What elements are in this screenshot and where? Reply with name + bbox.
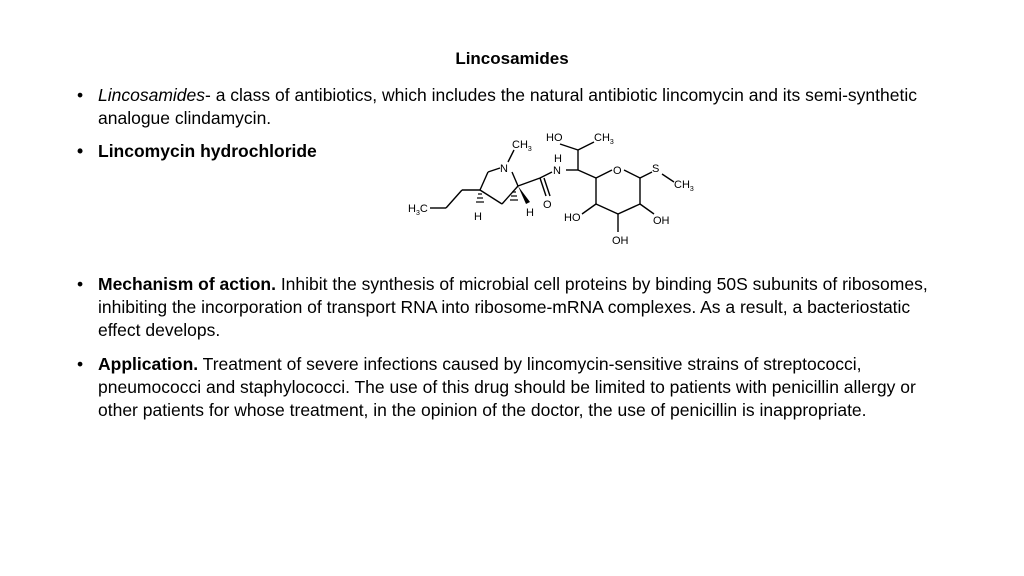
label-h-left: H [474, 211, 482, 223]
label-oh-right: OH [653, 215, 670, 227]
bullet-glyph: • [77, 85, 84, 105]
label-n-ring: N [500, 163, 508, 175]
mechanism-text: Inhibit the synthesis of microbial cell … [98, 274, 928, 340]
bullet-lincomycin-hydrochloride: • Lincomycin hydrochloride [77, 140, 948, 163]
label-nh-h: H [554, 153, 562, 165]
lincomycin-structure-svg: CH3 N HO CH3 H N O S CH3 H3C H H O HO OH… [408, 132, 694, 247]
term-application: Application. [98, 354, 199, 374]
label-oh-bottom: OH [612, 235, 629, 247]
wedge-bond [518, 186, 530, 204]
lincomycin-structure-diagram: CH3 N HO CH3 H N O S CH3 H3C H H O HO OH… [400, 128, 710, 255]
bullet-glyph: • [77, 354, 84, 374]
label-o-carbonyl: O [543, 199, 552, 211]
bullet-glyph: • [77, 274, 84, 294]
definition-text: - a class of antibiotics, which includes… [98, 85, 917, 128]
label-ho-top: HO [546, 132, 563, 144]
bullet-application: • Application. Treatment of severe infec… [77, 353, 948, 422]
label-s: S [652, 163, 659, 175]
label-ch3-top: CH3 [594, 132, 614, 146]
term-mechanism: Mechanism of action. [98, 274, 276, 294]
stereo-bonds [476, 191, 518, 203]
bullet-glyph: • [77, 141, 84, 161]
term-lincosamides: Lincosamides [98, 85, 205, 105]
bullet-mechanism-of-action: • Mechanism of action. Inhibit the synth… [77, 273, 948, 342]
label-ch3-s: CH3 [674, 179, 694, 193]
bond-lines [430, 141, 675, 232]
slide-title: Lincosamides [455, 49, 569, 68]
label-ho-bottom: HO [564, 212, 581, 224]
label-h3c: H3C [408, 203, 428, 217]
bullet-lincosamides-definition: • Lincosamides- a class of antibiotics, … [77, 84, 948, 130]
label-nh-n: N [553, 165, 561, 177]
label-o-ring: O [613, 165, 622, 177]
lincomycin-hydrochloride-label: Lincomycin hydrochloride [98, 141, 317, 161]
label-h-mid: H [526, 207, 534, 219]
label-ch3-n: CH3 [512, 139, 532, 153]
application-text: Treatment of severe infections caused by… [98, 354, 916, 420]
